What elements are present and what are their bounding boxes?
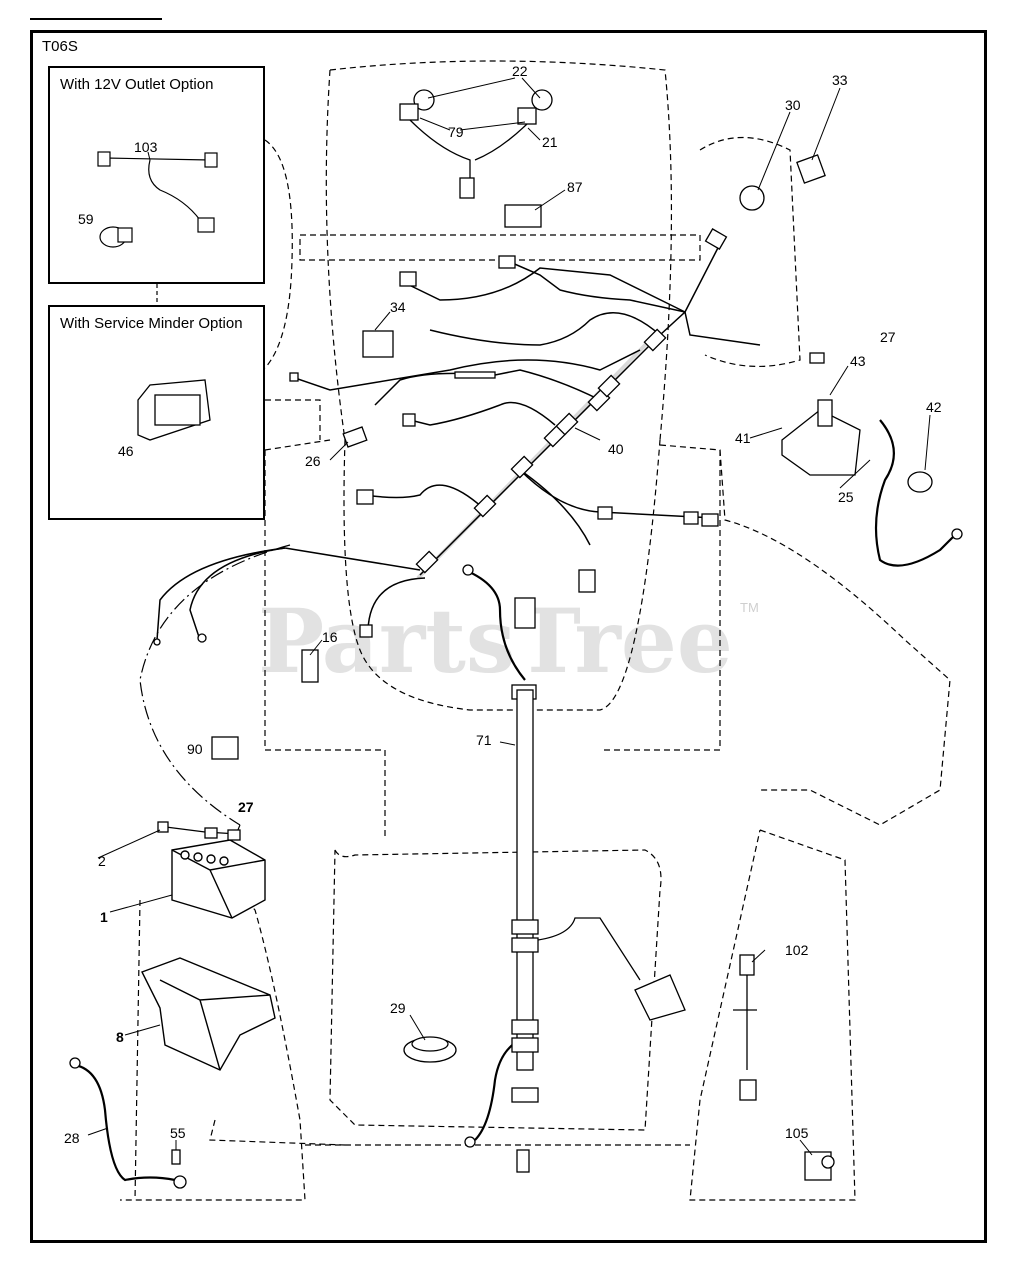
- callout-21: 21: [542, 134, 558, 150]
- callout-105: 105: [785, 1125, 809, 1141]
- callout-71: 71: [476, 732, 492, 748]
- watermark: PartsTree: [258, 589, 733, 693]
- cable-71: [511, 689, 686, 1173]
- inset-service-minder-title: With Service Minder Option: [60, 315, 243, 332]
- diagram-frame: [30, 30, 987, 1243]
- callout-22: 22: [512, 63, 528, 79]
- callout-79: 79: [448, 124, 464, 140]
- callout-103: 103: [134, 139, 158, 155]
- callout-30: 30: [785, 97, 801, 113]
- header-rule: [30, 10, 162, 20]
- battery-box-8: [141, 957, 276, 1071]
- misc-parts: [403, 954, 835, 1181]
- callout-87: 87: [567, 179, 583, 195]
- callout-59: 59: [78, 211, 94, 227]
- callout-29: 29: [390, 1000, 406, 1016]
- callout-16: 16: [322, 629, 338, 645]
- service-minder-46: [137, 379, 211, 441]
- diagram-code: T06S: [42, 38, 78, 55]
- callout-28: 28: [64, 1130, 80, 1146]
- battery-harness-region: [139, 544, 291, 826]
- inset-12v-outlet: With 12V Outlet Option: [48, 66, 265, 284]
- headlight-assembly: [399, 89, 553, 199]
- battery-1: [171, 839, 266, 919]
- harness-clips: [289, 228, 728, 638]
- inset-service-minder: With Service Minder Option: [48, 305, 265, 520]
- callout-90: 90: [187, 741, 203, 757]
- callout-43: 43: [850, 353, 866, 369]
- callout-27-top: 27: [880, 329, 896, 345]
- callout-40: 40: [608, 441, 624, 457]
- components: [211, 154, 933, 760]
- inset-12v-outlet-title: With 12V Outlet Option: [60, 76, 214, 93]
- callout-41: 41: [735, 430, 751, 446]
- callout-26: 26: [305, 453, 321, 469]
- outlet-harness-103: [97, 151, 218, 248]
- callout-102: 102: [785, 942, 809, 958]
- cables: [74, 419, 956, 1182]
- leader-lines: [87, 77, 931, 1156]
- callout-55: 55: [170, 1125, 186, 1141]
- callout-8: 8: [116, 1029, 124, 1045]
- callout-27-bottom: 27: [238, 799, 254, 815]
- ground-terminals: [69, 528, 963, 1148]
- callout-2: 2: [98, 853, 106, 869]
- callout-25: 25: [838, 489, 854, 505]
- hardware: [157, 821, 241, 1189]
- watermark-tm: TM: [740, 600, 759, 615]
- callout-33: 33: [832, 72, 848, 88]
- callout-42: 42: [926, 399, 942, 415]
- callout-34: 34: [390, 299, 406, 315]
- main-harness: [156, 239, 761, 641]
- tractor-outline: [120, 60, 951, 1201]
- callout-1: 1: [100, 909, 108, 925]
- callout-46: 46: [118, 443, 134, 459]
